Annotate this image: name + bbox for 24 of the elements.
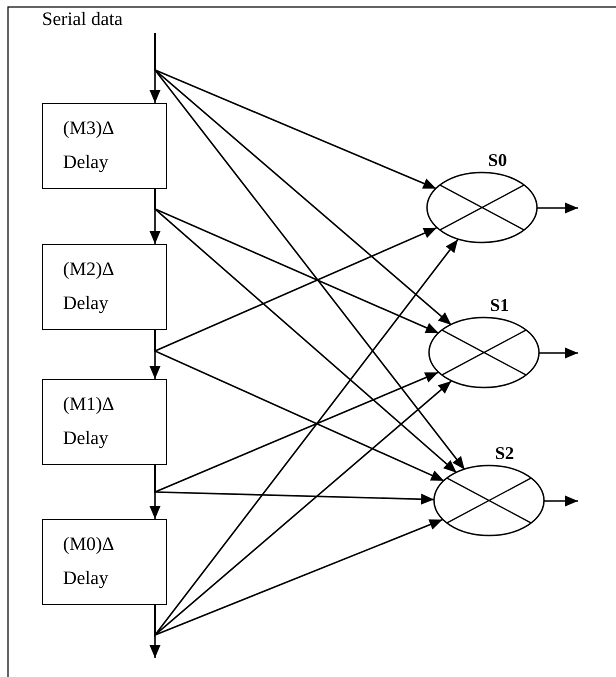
arrow (154, 518, 443, 636)
delay-box (42, 379, 167, 465)
output-label: S0 (488, 150, 508, 170)
box-label: (M1)Δ Delay (63, 393, 114, 451)
arrow (154, 380, 452, 637)
box-label: (M2)Δ Delay (63, 258, 114, 316)
delay-box (42, 519, 167, 605)
arrow (154, 189, 458, 474)
arrow (154, 33, 466, 470)
arrow (154, 238, 459, 638)
arrow (154, 372, 438, 494)
delay-box (42, 103, 167, 189)
box-label: (M0)Δ Delay (63, 533, 114, 591)
arrow (154, 465, 434, 505)
arrow (154, 227, 437, 352)
arrow (544, 496, 578, 506)
arrow (539, 348, 578, 358)
input-label: Serial data (42, 9, 123, 31)
arrow (154, 330, 444, 482)
box-label: (M3)Δ Delay (63, 117, 114, 175)
output-label: S2 (495, 443, 514, 463)
delay-box (42, 244, 167, 330)
output-label: S1 (490, 295, 510, 315)
arrow (537, 202, 578, 214)
